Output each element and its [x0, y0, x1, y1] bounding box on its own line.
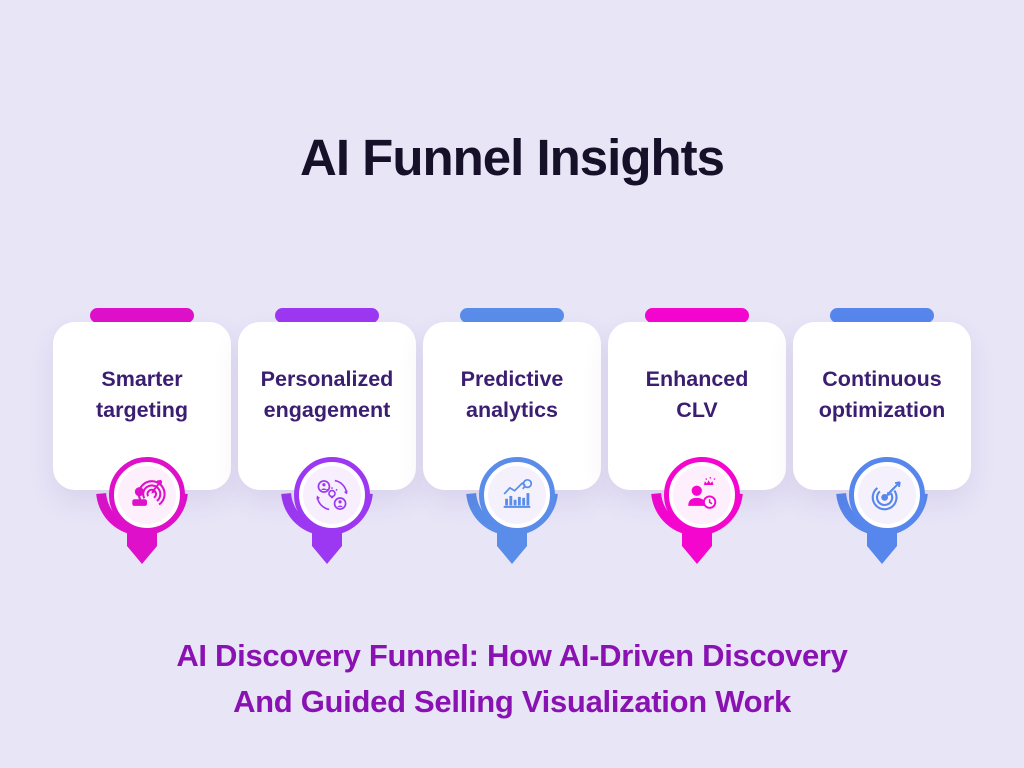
- step-label-line1: Predictive: [460, 367, 564, 391]
- step-card: Predictive analytics: [423, 322, 601, 490]
- customer-clock-icon: [688, 477, 717, 509]
- step-icon-badge: [664, 457, 740, 533]
- step-icon-badge: [849, 457, 925, 533]
- chart-search-icon: [503, 478, 533, 508]
- step-label-line2: optimization: [818, 398, 946, 422]
- step-label: Predictive analytics: [461, 364, 564, 426]
- step-icon-badge: [479, 457, 555, 533]
- step-accent-bar: [830, 308, 934, 323]
- step-accent-bar: [460, 308, 564, 323]
- step-label-line1: Smarter: [101, 367, 183, 391]
- step-label-line1: Enhanced: [645, 367, 749, 391]
- step-icon-badge: [109, 457, 185, 533]
- funnel-step-personalized-engagement: Personalized engagement: [238, 308, 416, 568]
- step-accent-bar: [90, 308, 194, 323]
- page-title: AI Funnel Insights: [300, 129, 725, 186]
- step-card: Personalized engagement: [238, 322, 416, 490]
- step-label: Continuous optimization: [819, 364, 946, 426]
- step-label-line1: Continuous: [822, 367, 942, 391]
- step-label: Enhanced CLV: [646, 364, 749, 426]
- step-label-line2: CLV: [676, 398, 718, 422]
- funnel-step-smarter-targeting: Smarter targeting: [53, 308, 231, 568]
- funnel-step-predictive-analytics: Predictive analytics: [423, 308, 601, 568]
- subtitle-line1: AI Discovery Funnel: How AI-Driven Disco…: [176, 638, 848, 673]
- page-subtitle: AI Discovery Funnel: How AI-Driven Disco…: [0, 633, 1024, 725]
- step-icon-badge: [294, 457, 370, 533]
- step-label-line2: targeting: [96, 398, 188, 422]
- step-accent-bar: [275, 308, 379, 323]
- step-label: Smarter targeting: [96, 364, 188, 426]
- engagement-sync-icon: [316, 479, 348, 511]
- funnel-step-enhanced-clv: Enhanced CLV: [608, 308, 786, 568]
- funnel-step-continuous-optimization: Continuous optimization: [793, 308, 971, 568]
- step-label-line2: analytics: [465, 398, 559, 422]
- subtitle-line2: And Guided Selling Visualization Work: [233, 684, 791, 719]
- step-label-line2: engagement: [263, 398, 391, 422]
- step-label: Personalized engagement: [261, 364, 394, 426]
- step-label-line1: Personalized: [260, 367, 394, 391]
- steps-row: Smarter targeting: [0, 308, 1024, 568]
- user-target-icon: [132, 479, 166, 508]
- target-dart-icon: [871, 481, 901, 511]
- step-accent-bar: [645, 308, 749, 323]
